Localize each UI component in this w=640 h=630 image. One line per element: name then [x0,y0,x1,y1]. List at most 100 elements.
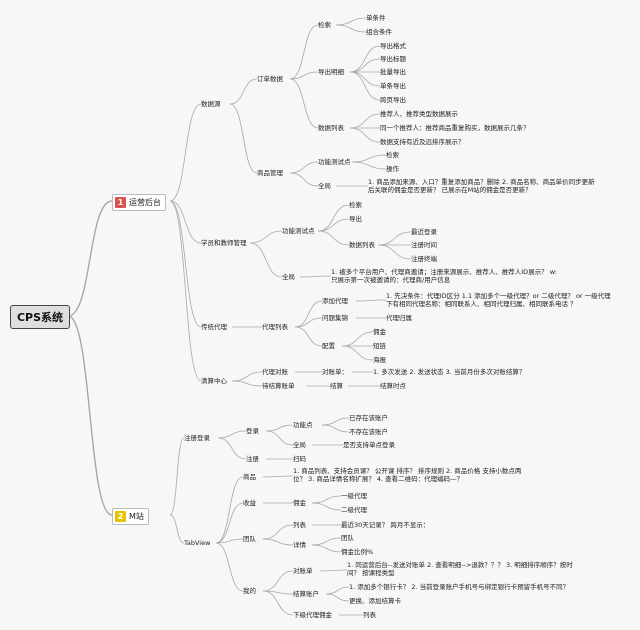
node-add-agent-note[interactable]: 1. 先决条件：代理ID区分 1.1 添加多个一级代理？or 二级代理？ or … [386,292,611,308]
node-statement[interactable]: 对账单 [293,567,313,575]
node-login[interactable]: 登录 [246,427,259,435]
node-student-teacher-management[interactable]: 学员和教师管理 [201,239,247,247]
node-combined-condition[interactable]: 组合条件 [366,28,392,36]
connector-line [169,200,202,328]
connector-line [311,495,342,504]
connector-line [377,231,412,246]
node-sort-question[interactable]: 数据支持有近及远排序展示？ [380,138,465,146]
node-data-source[interactable]: 数据源 [201,100,221,108]
node-issue-collection[interactable]: 问题集锦 [322,314,348,322]
node-short-link[interactable]: 短链 [373,342,386,350]
node-data-list[interactable]: 数据列表 [349,241,375,249]
node-products[interactable]: 商品 [243,473,256,481]
node-tabview[interactable]: TabView [184,539,211,547]
node-product-global-note[interactable]: 1. 商品添加来源、入口？重复添加商品？删除 2. 商品名称、商品单价同步更新后… [368,178,595,194]
node-account-exists[interactable]: 已存在该账户 [349,414,388,422]
connector-line [349,71,381,101]
node-commission[interactable]: 佣金 [293,499,306,507]
node-order-data[interactable]: 订单数据 [257,75,283,83]
node-single-export[interactable]: 单条导出 [380,82,406,90]
node-batch-export[interactable]: 批量导出 [380,68,406,76]
node-commission[interactable]: 佣金 [373,328,386,336]
node-global[interactable]: 全局 [282,273,295,281]
connector-line [317,218,350,232]
node-statement-note[interactable]: 1. 多次发送 2. 发送状态 3. 当前月份多次对账结算？ [373,368,526,376]
connector-line [349,45,381,73]
node-recommender-display[interactable]: 推荐人、推荐类型数据展示 [380,110,458,118]
branch-ops-backend[interactable]: 1 运营后台 [112,194,166,211]
node-level2-agent[interactable]: 二级代理 [341,506,367,514]
node-export[interactable]: 导出 [349,215,362,223]
node-product-management[interactable]: 商品管理 [257,169,283,177]
node-single-condition[interactable]: 单条件 [366,14,386,22]
connector-line [262,570,294,592]
node-bank-card-question[interactable]: 1. 添加多个银行卡？ 2. 当前登录账户手机号与绑定银行卡预留手机号不同？ [349,583,570,591]
connector-line [169,200,202,382]
connector-line [325,593,350,602]
root-node[interactable]: CPS系统 [10,305,70,329]
node-agent-list[interactable]: 代理列表 [262,323,288,331]
node-search[interactable]: 检索 [386,151,399,159]
node-add-agent[interactable]: 添加代理 [322,297,348,305]
node-team[interactable]: 团队 [243,535,256,543]
connector-line [262,590,294,616]
node-scan-code[interactable]: 扫码 [293,455,306,463]
node-register-terminal[interactable]: 注册终端 [411,255,437,263]
branch-m-site[interactable]: 2 M站 [112,508,149,525]
connector-line [215,542,244,592]
node-commission-ratio[interactable]: 佣金比例% [341,548,374,556]
node-clearing-center[interactable]: 清算中心 [201,377,227,385]
node-export-title[interactable]: 导出标题 [380,55,406,63]
node-list[interactable]: 列表 [293,521,306,529]
connector-line [289,24,319,80]
node-level1-agent[interactable]: 一级代理 [341,492,367,500]
node-test-points[interactable]: 功能测试点 [318,158,351,166]
node-operation[interactable]: 操作 [386,165,399,173]
connector-line [325,586,350,595]
connector-line [229,78,258,105]
node-global[interactable]: 全局 [318,182,331,190]
node-search[interactable]: 检索 [318,21,331,29]
node-statement[interactable]: 对账单： [322,368,348,376]
node-settlement-account[interactable]: 结算账户 [293,590,319,598]
node-agent-reconcile[interactable]: 代理对账 [262,368,288,376]
node-agent-belonging[interactable]: 代理归属 [386,314,412,322]
node-settle-time[interactable]: 结算时点 [380,382,406,390]
node-register[interactable]: 注册 [246,455,259,463]
node-last-login[interactable]: 最近登录 [411,228,437,236]
node-export-format[interactable]: 导出格式 [380,42,406,50]
node-team[interactable]: 团队 [341,534,354,542]
node-config[interactable]: 配置 [322,342,335,350]
node-sso-question[interactable]: 是否支持单点登录 [343,441,395,449]
node-data-list[interactable]: 数据列表 [318,124,344,132]
node-register-time[interactable]: 注册时间 [411,241,437,249]
node-export-detail[interactable]: 导出明细 [318,68,344,76]
node-search[interactable]: 检索 [349,201,362,209]
node-cross-page-export[interactable]: 跨页导出 [380,96,406,104]
node-list[interactable]: 列表 [363,611,376,619]
node-pending-bill[interactable]: 待结算账单 [262,382,295,390]
connector-line [317,204,350,232]
node-global[interactable]: 全局 [293,441,306,449]
node-earnings[interactable]: 收益 [243,499,256,507]
node-feature-points[interactable]: 功能点 [293,421,313,429]
node-statement-mine-note[interactable]: 1. 同运营后台--发送对账单 2. 查看明细-->退款？？？ 3. 明细排序顺… [347,561,573,577]
connector-line [265,424,294,432]
node-repeat-purchase-question[interactable]: 同一个推荐人：推荐商品重复购买，数据展示几条？ [380,124,530,132]
node-poster[interactable]: 海报 [373,356,386,364]
connector-line [321,417,350,426]
node-products-note[interactable]: 1. 商品列表、支持会员课？ 公开课 排序？ 排序规则 2. 商品价格 支持小数… [293,467,522,483]
node-settle[interactable]: 结算 [330,382,343,390]
node-change-card[interactable]: 更换、添加结算卡 [349,597,401,605]
node-mine[interactable]: 我的 [243,587,256,595]
node-traditional-agent[interactable]: 传统代理 [201,323,227,331]
node-invite-note[interactable]: 1. 被多个平台用户、代理商邀请；注册来源展示、推荐人、推荐人ID展示？ w: … [331,268,557,284]
node-last-30-days-note[interactable]: 最近30天记录？ 跨月不显示： [341,521,430,529]
node-sub-agent-commission[interactable]: 下级代理佣金 [293,611,332,619]
node-register-login[interactable]: 注册登录 [184,434,210,442]
connector-line [311,502,342,511]
node-test-points[interactable]: 功能测试点 [282,227,315,235]
node-account-not-exists[interactable]: 不存在该账户 [349,428,388,436]
node-detail[interactable]: 详情 [293,541,306,549]
